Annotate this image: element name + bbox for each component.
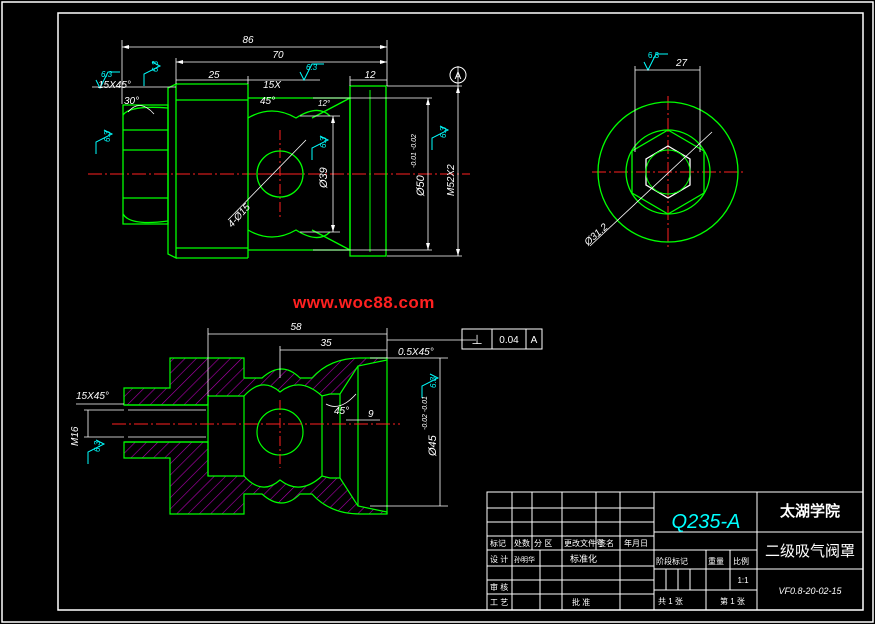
dim-15x: 15X — [263, 80, 281, 91]
side-view-dimensions — [589, 66, 713, 247]
section-view — [112, 357, 400, 515]
front-view — [88, 82, 470, 260]
dim-86: 86 — [242, 35, 254, 46]
rough-2: 6.3 — [151, 60, 160, 72]
scale: 1:1 — [737, 576, 749, 585]
inner-border — [57, 12, 864, 611]
hdr-ratio: 比例 — [733, 556, 749, 566]
dim-4-holes: 4-Ø15 — [226, 202, 253, 230]
hdr-stage: 阶段标记 — [656, 556, 688, 566]
dim-9: 9 — [368, 409, 374, 420]
rough-3: 6.3 — [306, 63, 318, 72]
tolerance-frame: ⊥ 0.04 A — [461, 328, 543, 350]
rough-8: 6.3 — [93, 440, 102, 452]
hdr-review: 审 核 — [490, 582, 508, 592]
section-dimensions — [76, 328, 476, 507]
part-name: 二级吸气阀罩 — [765, 543, 855, 560]
hdr-mark: 标记 — [490, 538, 506, 548]
drawing-number: VF0.8-20-02-15 — [778, 586, 842, 596]
hdr-sign: 签名 — [598, 538, 614, 548]
watermark-text: www.woc88.com — [293, 293, 435, 312]
front-view-labels: 86 70 25 15X 12 15X45° 30° 45° 12° Ø39 Ø… — [98, 35, 457, 230]
hdr-weight: 重量 — [708, 556, 724, 566]
front-view-dimensions — [92, 40, 462, 257]
dim-chamfer-15: 15X45° — [76, 391, 109, 402]
dim-dia-45: Ø45 — [427, 434, 439, 457]
side-view — [592, 96, 744, 250]
dim-dia-39: Ø39 — [318, 167, 330, 189]
section-labels: 58 35 0.5X45° 15X45° M16 45° 9 Ø45 -0.02… — [70, 322, 439, 457]
dim-m52: M52X2 — [446, 164, 457, 196]
dim-35: 35 — [320, 338, 332, 349]
dim-12: 12 — [364, 70, 376, 81]
dim-58: 58 — [290, 322, 302, 333]
dim-chamfer-15x45: 15X45° — [98, 80, 131, 91]
title-block-text: Q235-A 太湖学院 二级吸气阀罩 VF0.8-20-02-15 1:1 标记… — [490, 502, 855, 607]
dim-dia-50-tol: -0.01 -0.02 — [411, 134, 418, 168]
datum-a-circle — [449, 66, 467, 84]
front-view-arrows — [122, 45, 460, 256]
rough-4: 6.3 — [103, 130, 112, 142]
tol-value: 0.04 — [499, 335, 519, 346]
tol-symbol: ⊥ — [471, 332, 482, 347]
dim-25: 25 — [207, 70, 220, 81]
hdr-approve: 批 准 — [572, 597, 590, 607]
dim-m16: M16 — [70, 426, 81, 446]
dim-dia-31-2: Ø31.2 — [582, 222, 611, 249]
dim-dia-45-tol: -0.02 -0.01 — [422, 396, 429, 430]
hdr-design: 设 计 — [490, 554, 508, 564]
dim-angle-45-sec: 45° — [334, 406, 349, 417]
rough-7: 6.3 — [648, 51, 660, 60]
hdr-count: 处数 — [514, 538, 530, 548]
dim-70: 70 — [272, 50, 284, 61]
dim-angle-45: 45° — [260, 96, 275, 107]
dim-27: 27 — [675, 58, 688, 69]
dim-angle-30: 30° — [124, 96, 139, 107]
datum-a-label: A — [455, 71, 462, 82]
hdr-sheet: 第 1 张 — [720, 596, 745, 606]
rough-1: 6.3 — [101, 70, 113, 79]
hdr-total: 共 1 张 — [658, 597, 683, 606]
dim-chamfer-05: 0.5X45° — [398, 347, 434, 358]
hdr-zone: 分 区 — [534, 539, 552, 548]
dim-dia-50: Ø50 — [415, 174, 427, 197]
rough-9: 6.3 — [429, 376, 438, 388]
hdr-doc: 更改文件号 — [564, 538, 604, 548]
tol-datum: A — [531, 335, 538, 346]
school-name: 太湖学院 — [780, 502, 840, 520]
hdr-craft: 工 艺 — [490, 598, 508, 607]
roughness-symbols — [87, 53, 668, 464]
material: Q235-A — [672, 511, 741, 533]
hdr-designer: 孙明华 — [514, 555, 535, 564]
hdr-std: 标准化 — [570, 553, 597, 564]
rough-5: 6.3 — [319, 136, 328, 148]
rough-6: 6.3 — [439, 126, 448, 138]
title-block — [486, 491, 864, 611]
hdr-date: 年月日 — [624, 538, 648, 548]
dim-angle-12: 12° — [318, 99, 331, 108]
